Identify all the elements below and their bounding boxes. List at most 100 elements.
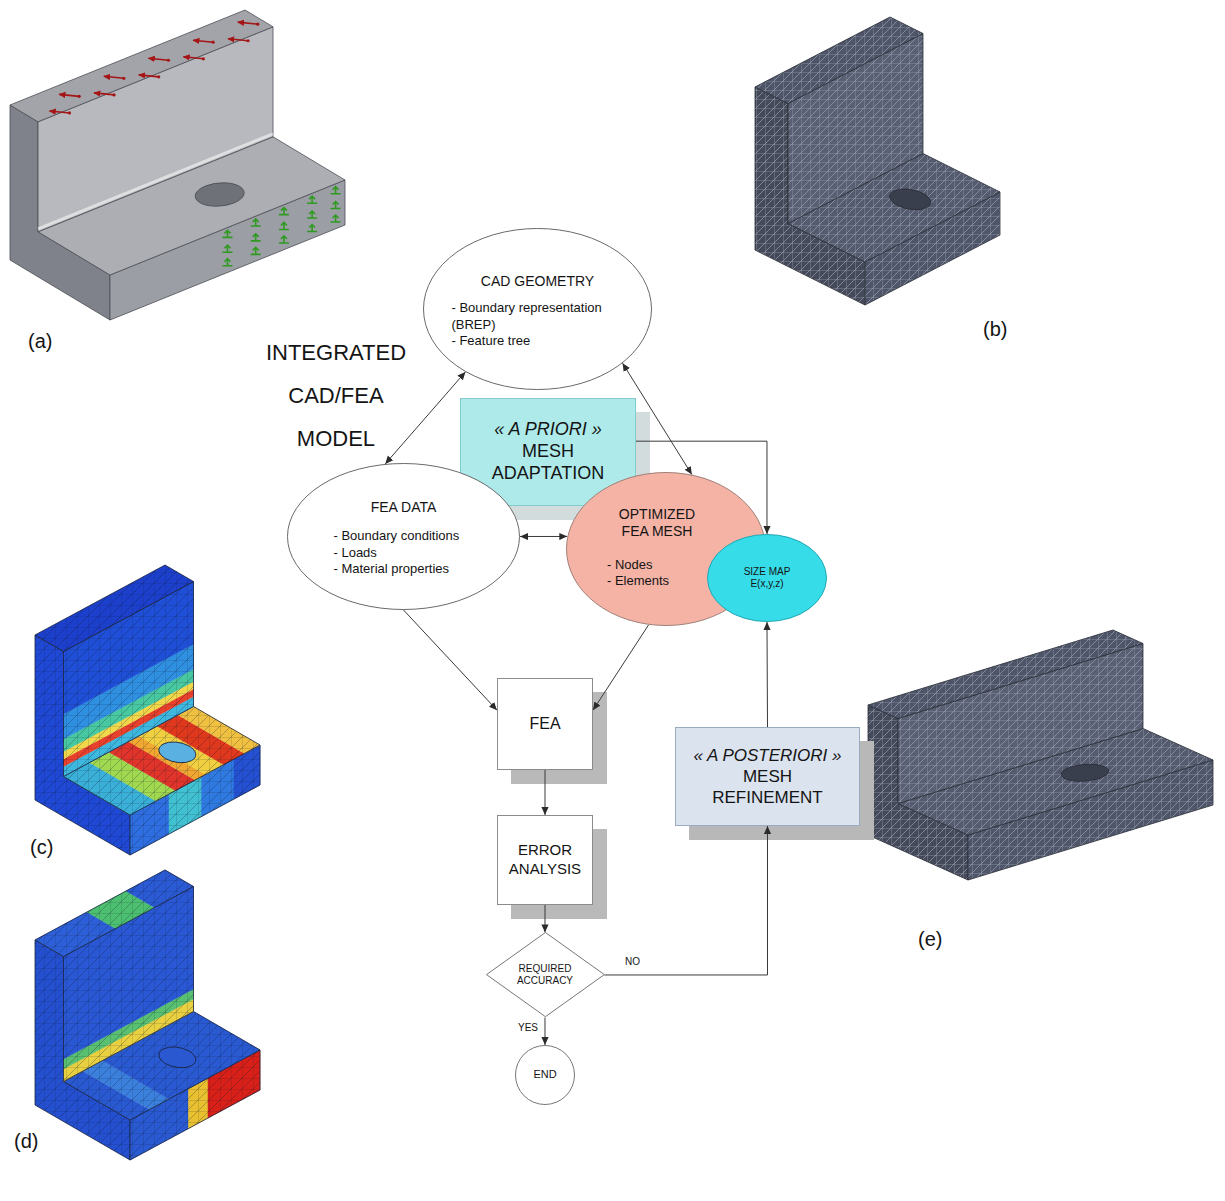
process-box: « A POSTERIORI »MESH REFINEMENT [675,727,860,826]
force-point [157,75,160,78]
surface-edge [868,630,1143,719]
node-title: OPTIMIZED FEA MESH [607,506,707,541]
hole-opening [151,1083,203,1112]
node-title: SIZE MAP [737,565,797,578]
connector-arrow [544,905,545,932]
shape-fill [707,534,826,621]
mesh-overlay [35,870,194,957]
node-text: - Nodes [607,557,707,573]
fixture-symbol [307,196,317,203]
decision-diamond: REQUIRED ACCURACY [486,932,605,1017]
force-arrow [193,40,213,42]
text-block: OPTIMIZED FEA MESH- Nodes- Elements [607,506,707,590]
connector-arrow [766,622,768,727]
mesh-ellipse: OPTIMIZED FEA MESH- Nodes- ElementsSIZE … [566,472,766,626]
surface [868,630,1143,719]
shape-fill [676,728,860,826]
node-text: E(x,y,z) [737,578,797,591]
force-point [122,77,125,80]
node-title: FEA [505,714,585,734]
node-text: - Boundary conditions [333,528,473,544]
force-point [246,39,249,42]
fixture-symbol [307,211,317,218]
node-title: ERROR ANALYSIS [505,841,585,879]
text-block: « A PRIORI »MESH ADAPTATION [481,419,615,485]
text-block: END [530,1068,560,1082]
text-block: SIZE MAPE(x,y,z) [737,565,797,590]
node-title: INTEGRATED CAD/FEA MODEL [250,332,422,461]
surface-edge [35,565,194,652]
node-text: MESH ADAPTATION [481,441,615,485]
text-block: CAD GEOMETRY- Boundary representation (B… [451,273,623,349]
hole-wall [186,178,254,211]
surface [35,565,194,652]
hole-opening [151,778,203,807]
force-point [256,23,259,26]
bracket-a [10,10,345,320]
bracket-d [35,870,260,1160]
connector-arrow [593,625,649,710]
fixture-symbol [279,222,289,229]
data-ellipse: FEA DATA- Boundary conditions- Loads- Ma… [287,463,520,610]
force-arrow [183,57,203,59]
connector-arrow [520,536,567,537]
node-title: « A POSTERIORI » [685,745,851,766]
force-arrow [148,58,168,60]
text-block: REQUIRED ACCURACY [515,962,575,987]
figure-label: (a) [28,330,52,353]
connector-arrow [544,1018,545,1045]
shape-fill [287,463,519,609]
surface-edge [755,17,923,104]
hole-opening [186,223,254,256]
force-arrow [139,75,159,77]
figure-label: (b) [983,318,1007,341]
text-block: « A POSTERIORI »MESH REFINEMENT [685,745,851,809]
hole-through [1052,806,1118,830]
shape-fill [498,816,593,905]
force-point [113,93,116,96]
figure-label: (d) [14,1130,38,1153]
fillet-highlight [38,134,273,229]
node-title: CAD GEOMETRY [451,273,623,291]
force-arrow [104,76,124,78]
text-block: FEA DATA- Boundary conditions- Loads- Ma… [333,499,473,577]
force-point [78,95,81,98]
figure-label-holder: (e) [918,928,942,951]
connector-arrow [604,826,767,975]
hole-through [151,778,203,807]
shape-fill [516,1046,575,1105]
fixture-symbol [223,245,233,252]
shape-fill [423,228,651,389]
bracket-e [868,630,1213,880]
fixture-symbol [279,208,289,215]
mesh-overlay [35,565,194,652]
force-point [212,41,215,44]
hole-edge [151,1043,203,1072]
edge-label: YES [517,1022,539,1033]
shape-fill [486,933,604,1017]
fixture-symbol [251,247,261,254]
terminal-circle: END [515,1045,575,1105]
text-block: ERROR ANALYSIS [505,841,585,879]
mesh-overlay [755,17,923,104]
fixture-symbol [331,187,341,194]
figure-label-holder: (b) [983,318,1007,341]
fixture-symbol [251,234,261,241]
edge-label-holder: YES [517,1022,539,1033]
hole-through [151,1083,203,1112]
fixture-symbol [223,230,233,237]
process-box: ERROR ANALYSIS [497,815,593,905]
shape-fill [498,679,593,770]
hole-wall [151,1043,203,1072]
fixture-symbol [223,259,233,266]
shape-fill [186,224,946,665]
force-point [167,59,170,62]
force-arrow [59,94,79,96]
connector-arrow [385,372,465,464]
fixture-symbol [279,236,289,243]
fixture-symbol [307,225,317,232]
force-point [202,57,205,60]
node-text: - Material properties [333,561,473,577]
hole-through [882,228,939,257]
size-map-ellipse: SIZE MAPE(x,y,z) [707,534,827,622]
